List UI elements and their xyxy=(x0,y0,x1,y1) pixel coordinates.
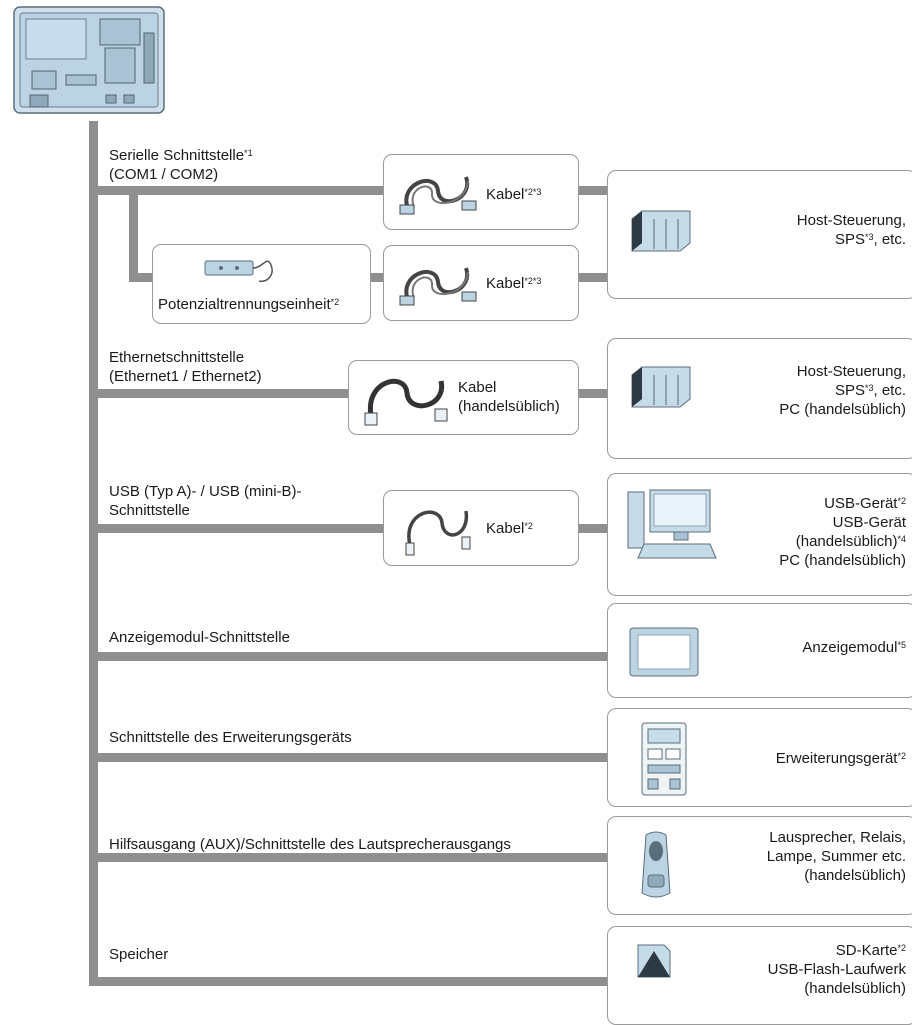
serial-cable-box-2: Kabel*2*3 xyxy=(383,245,579,321)
plc-icon xyxy=(631,210,691,252)
usb-cable-box: Kabel*2 xyxy=(383,490,579,566)
usb-bus-line xyxy=(89,524,609,533)
device-box-storage: SD-Karte*2 USB-Flash-Laufwerk (handelsüb… xyxy=(607,926,912,1025)
main-bus-vertical xyxy=(89,121,98,986)
isolation-unit-box: Potenzialtrennungseinheit*2 xyxy=(152,244,371,324)
device-text-aux: Lausprecher, Relais, Lampe, Summer etc. … xyxy=(766,829,906,884)
main-unit-image xyxy=(13,6,165,114)
cable-icon xyxy=(364,378,448,426)
expansion-interface-label: Schnittstelle des Erweiterungsgeräts xyxy=(109,729,352,746)
usb-cable-label: Kabel*2 xyxy=(486,520,533,537)
aux-interface-label: Hilfsausgang (AUX)/Schnittstelle des Lau… xyxy=(109,836,511,853)
device-box-display: Anzeigemodul*5 xyxy=(607,603,912,698)
device-text-host-ethernet: Host-Steuerung, SPS*3, etc. PC (handelsü… xyxy=(779,363,906,418)
serial-cable-box-1: Kabel*2*3 xyxy=(383,154,579,230)
serial-cable-label-1: Kabel*2*3 xyxy=(486,186,542,203)
aux-bus-line xyxy=(89,853,609,862)
isolation-unit-icon xyxy=(204,260,273,283)
device-text-storage: SD-Karte*2 USB-Flash-Laufwerk (handelsüb… xyxy=(767,942,906,997)
pc-icon xyxy=(627,489,717,559)
isolation-unit-label: Potenzialtrennungseinheit*2 xyxy=(158,296,340,313)
device-box-host-serial: Host-Steuerung, SPS*3, etc. xyxy=(607,170,912,299)
device-text-host-serial: Host-Steuerung, SPS*3, etc. xyxy=(796,212,906,248)
ethernet-cable-box: Kabel (handelsüblich) xyxy=(348,360,579,435)
serial-cable-label-2: Kabel*2*3 xyxy=(486,275,542,292)
expansion-bus-line xyxy=(89,753,609,762)
ethernet-cable-label: Kabel (handelsüblich) xyxy=(458,379,560,415)
cable-icon xyxy=(405,510,471,556)
serial-bus-line xyxy=(89,186,609,195)
plc-icon xyxy=(631,366,691,408)
speaker-icon xyxy=(641,831,671,898)
device-box-host-ethernet: Host-Steuerung, SPS*3, etc. PC (handelsü… xyxy=(607,338,912,459)
cable-icon xyxy=(399,267,477,306)
ethernet-interface-label: Ethernetschnittstelle (Ethernet1 / Ether… xyxy=(109,349,262,385)
device-text-expansion: Erweiterungsgerät*2 xyxy=(775,750,906,767)
display-bus-line xyxy=(89,652,609,661)
storage-interface-label: Speicher xyxy=(109,946,169,963)
storage-bus-line xyxy=(89,977,609,986)
sd-card-icon xyxy=(637,944,671,978)
device-box-expansion: Erweiterungsgerät*2 xyxy=(607,708,912,807)
device-box-usb: USB-Gerät*2 USB-Gerät (handelsüblich)*4 … xyxy=(607,473,912,596)
device-text-display: Anzeigemodul*5 xyxy=(802,639,906,656)
device-text-usb: USB-Gerät*2 USB-Gerät (handelsüblich)*4 … xyxy=(779,495,906,569)
serial-branch-vertical xyxy=(129,186,138,282)
display-module-icon xyxy=(629,627,699,677)
device-box-aux: Lausprecher, Relais, Lampe, Summer etc. … xyxy=(607,816,912,915)
cable-icon xyxy=(399,176,477,215)
display-interface-label: Anzeigemodul-Schnittstelle xyxy=(109,629,290,646)
serial-interface-label: Serielle Schnittstelle*1 (COM1 / COM2) xyxy=(109,147,253,183)
expansion-unit-icon xyxy=(641,722,687,796)
usb-interface-label: USB (Typ A)- / USB (mini-B)- Schnittstel… xyxy=(109,483,302,519)
